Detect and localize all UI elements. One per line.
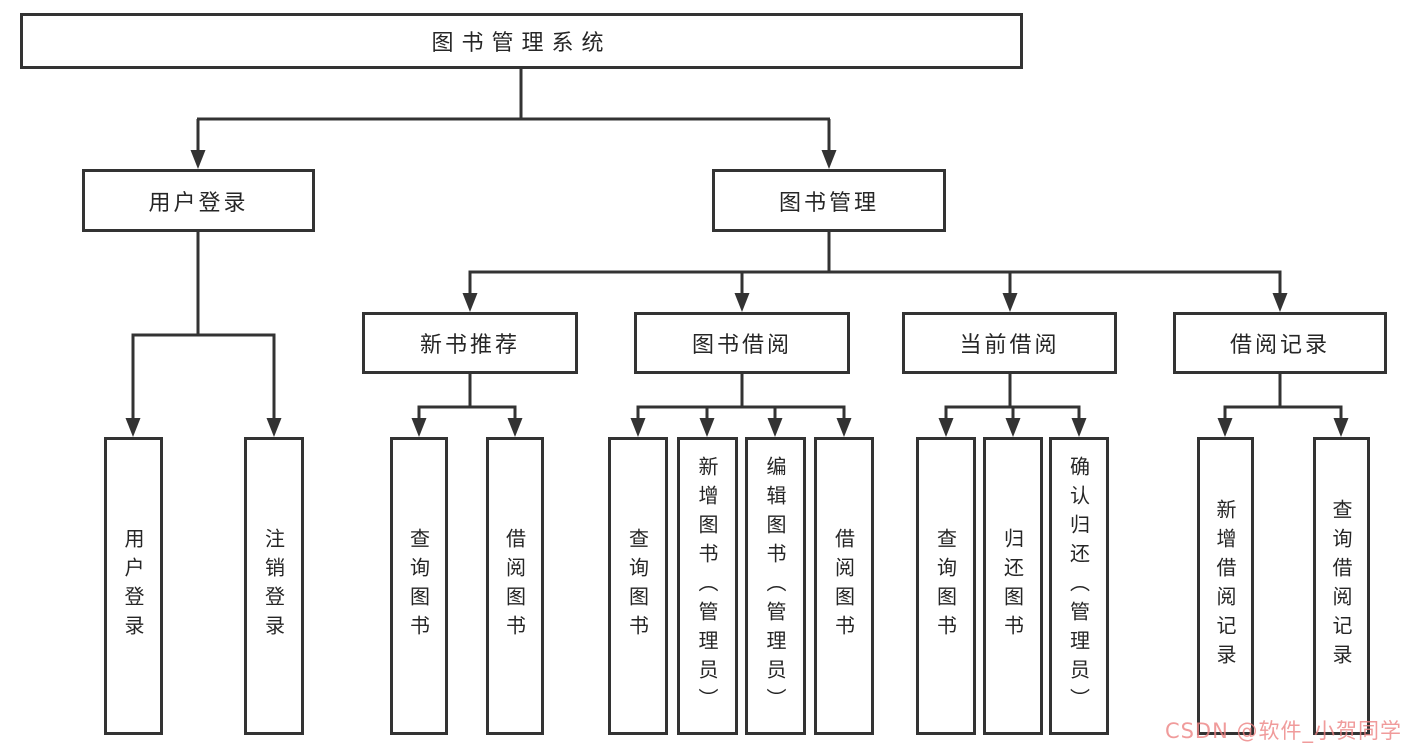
leaf-borrow-book-label: 借阅图书 xyxy=(831,528,856,644)
leaf-add-borrow-record: 新增借阅记录 xyxy=(1197,437,1254,735)
leaf-add-book-admin: 新增图书（管理员） xyxy=(677,437,738,735)
leaf-add-book-admin-label: 新增图书（管理员） xyxy=(695,455,719,717)
leaf-recommend-query-books-label: 查询图书 xyxy=(406,528,431,644)
node-current-borrow-label: 当前借阅 xyxy=(959,333,1060,358)
node-new-book-recommend-label: 新书推荐 xyxy=(419,333,520,358)
leaf-user-login-label: 用户登录 xyxy=(121,528,145,644)
node-book-management-label: 图书管理 xyxy=(778,190,879,216)
connector-user-login-branch xyxy=(125,232,282,437)
node-borrow-records-label: 借阅记录 xyxy=(1229,333,1330,358)
node-borrow-records: 借阅记录 xyxy=(1173,312,1387,374)
leaf-borrow-query-books: 查询图书 xyxy=(608,437,668,735)
connector-book-borrow-branch xyxy=(630,374,852,437)
leaf-edit-book-admin-label: 编辑图书（管理员） xyxy=(763,455,787,717)
leaf-recommend-query-books: 查询图书 xyxy=(390,437,448,735)
leaf-borrow-query-books-label: 查询图书 xyxy=(625,528,650,644)
leaf-borrow-book: 借阅图书 xyxy=(814,437,874,735)
node-book-management: 图书管理 xyxy=(712,169,946,232)
leaf-query-borrow-record: 查询借阅记录 xyxy=(1313,437,1370,735)
node-root: 图书管理系统 xyxy=(20,13,1023,69)
node-user-login: 用户登录 xyxy=(82,169,315,232)
leaf-return-book: 归还图书 xyxy=(983,437,1043,735)
leaf-user-login: 用户登录 xyxy=(104,437,163,735)
leaf-current-query-books-label: 查询图书 xyxy=(933,528,958,644)
node-new-book-recommend: 新书推荐 xyxy=(362,312,578,374)
node-book-borrow: 图书借阅 xyxy=(634,312,850,374)
leaf-recommend-borrow-books: 借阅图书 xyxy=(486,437,544,735)
leaf-current-query-books: 查询图书 xyxy=(916,437,976,735)
node-book-borrow-label: 图书借阅 xyxy=(691,333,792,358)
leaf-confirm-return-admin: 确认归还（管理员） xyxy=(1049,437,1109,735)
connector-book-management-branch xyxy=(462,232,1288,312)
leaf-add-borrow-record-label: 新增借阅记录 xyxy=(1213,499,1237,673)
node-current-borrow: 当前借阅 xyxy=(902,312,1117,374)
leaf-query-borrow-record-label: 查询借阅记录 xyxy=(1329,499,1353,673)
leaf-logout-label: 注销登录 xyxy=(261,528,286,644)
csdn-watermark: CSDN @软件_小贺同学 xyxy=(1164,719,1402,743)
node-root-label: 图书管理系统 xyxy=(431,31,612,56)
node-user-login-label: 用户登录 xyxy=(148,190,249,216)
connector-new-book-branch xyxy=(411,374,523,437)
connector-borrow-records-branch xyxy=(1217,374,1349,437)
connector-current-borrow-branch xyxy=(938,374,1087,437)
leaf-recommend-borrow-books-label: 借阅图书 xyxy=(502,528,527,644)
leaf-return-book-label: 归还图书 xyxy=(1000,528,1025,644)
leaf-edit-book-admin: 编辑图书（管理员） xyxy=(745,437,806,735)
leaf-confirm-return-admin-label: 确认归还（管理员） xyxy=(1066,455,1091,717)
connector-root-to-level2 xyxy=(190,69,837,169)
leaf-logout: 注销登录 xyxy=(244,437,304,735)
